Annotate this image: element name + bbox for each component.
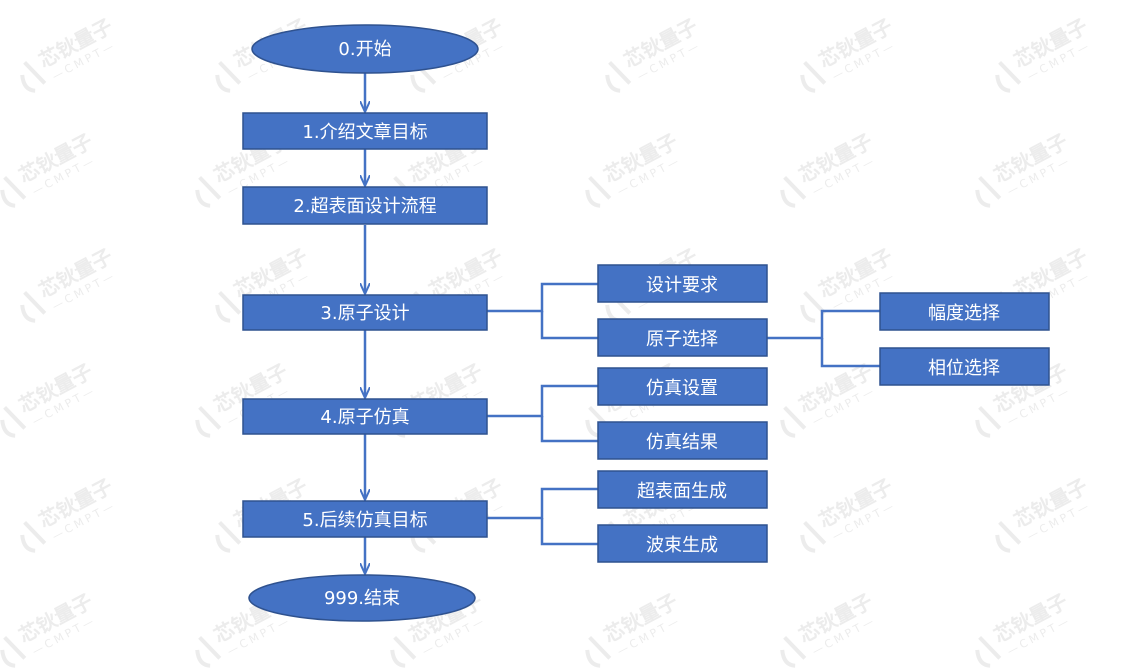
amplitude-selection: 幅度选择 — [879, 292, 1050, 331]
watermark-logo-icon — [390, 635, 417, 668]
watermark-mark: 芯钬量子—CMPT— — [585, 129, 683, 208]
watermark-logo-icon — [780, 405, 807, 438]
watermark-logo-icon — [605, 60, 632, 93]
step-5-label: 5.后续仿真目标 — [302, 510, 427, 531]
watermark-mark: 芯钬量子—CMPT— — [800, 14, 898, 93]
atom-selection-label: 原子选择 — [646, 329, 718, 350]
watermark-mark: 芯钬量子—CMPT— — [0, 589, 98, 668]
watermark-mark: 芯钬量子—CMPT— — [780, 359, 878, 438]
watermark-mark: 芯钬量子—CMPT— — [780, 589, 878, 668]
branch-atom-selection-2 — [820, 338, 880, 368]
watermark-mark: 芯钬量子—CMPT— — [605, 14, 703, 93]
simulation-setup: 仿真设置 — [597, 367, 768, 406]
watermark-mark: 芯钬量子—CMPT— — [20, 244, 118, 323]
simulation-result-label: 仿真结果 — [646, 432, 718, 453]
amplitude-selection-label: 幅度选择 — [928, 303, 1000, 324]
simulation-setup-label: 仿真设置 — [646, 378, 718, 399]
metasurface-generation: 超表面生成 — [597, 470, 768, 509]
watermark-logo-icon — [20, 520, 47, 553]
atom-design-requirement: 设计要求 — [597, 264, 768, 303]
watermark-logo-icon — [215, 290, 242, 323]
branch-atom-simulation-2 — [540, 416, 598, 443]
watermark-logo-icon — [995, 60, 1022, 93]
watermark-mark: 芯钬量子—CMPT— — [20, 14, 118, 93]
branch-atom-design — [487, 282, 598, 313]
watermark-logo-icon — [995, 520, 1022, 553]
watermark-layer: 芯钬量子—CMPT— 芯钬量子—CMPT— 芯钬量子—CMPT— 芯钬量子—CMPT—… — [0, 14, 1093, 668]
watermark-logo-icon — [975, 405, 1002, 438]
start-node: 0.开始 — [251, 24, 479, 74]
watermark-logo-icon — [215, 60, 242, 93]
watermark-logo-icon — [975, 635, 1002, 668]
step-4: 4.原子仿真 — [242, 398, 488, 435]
branch-atom-simulation — [487, 384, 598, 418]
simulation-result: 仿真结果 — [597, 421, 768, 460]
watermark-logo-icon — [800, 520, 827, 553]
branch-follow-up-2 — [540, 518, 598, 546]
end-node: 999.结束 — [248, 574, 476, 622]
branch-atom-selection — [767, 309, 880, 340]
watermark-logo-icon — [0, 405, 27, 438]
watermark-logo-icon — [0, 635, 27, 668]
watermark-logo-icon — [0, 175, 27, 208]
watermark-mark: 芯钬量子—CMPT— — [20, 474, 118, 553]
beam-generation: 波束生成 — [597, 524, 768, 563]
start-label: 0.开始 — [338, 39, 391, 60]
watermark-logo-icon — [585, 175, 612, 208]
watermark-logo-icon — [975, 175, 1002, 208]
watermark-mark: 芯钬量子—CMPT— — [975, 589, 1073, 668]
beam-generation-label: 波束生成 — [646, 535, 718, 556]
watermark-mark: 芯钬量子—CMPT— — [0, 359, 98, 438]
watermark-logo-icon — [195, 175, 222, 208]
step-1-label: 1.介绍文章目标 — [302, 122, 427, 143]
watermark-mark: 芯钬量子—CMPT— — [0, 129, 98, 208]
phase-selection-label: 相位选择 — [928, 358, 1000, 379]
step-2-label: 2.超表面设计流程 — [293, 196, 436, 217]
step-3: 3.原子设计 — [242, 294, 488, 331]
watermark-logo-icon — [215, 520, 242, 553]
end-label: 999.结束 — [324, 588, 400, 609]
atom-selection: 原子选择 — [597, 318, 768, 357]
connectors — [365, 68, 880, 573]
watermark-logo-icon — [780, 635, 807, 668]
metasurface-generation-label: 超表面生成 — [637, 481, 727, 502]
step-1: 1.介绍文章目标 — [242, 112, 488, 150]
branch-atom-design-2 — [540, 311, 598, 340]
watermark-logo-icon — [20, 290, 47, 323]
watermark-logo-icon — [780, 175, 807, 208]
watermark-mark: 芯钬量子—CMPT— — [975, 129, 1073, 208]
step-3-label: 3.原子设计 — [320, 303, 409, 324]
watermark-logo-icon — [195, 405, 222, 438]
watermark-logo-icon — [585, 635, 612, 668]
step-2: 2.超表面设计流程 — [242, 186, 488, 225]
atom-design-requirement-label: 设计要求 — [646, 275, 718, 296]
watermark-logo-icon — [195, 635, 222, 668]
watermark-mark: 芯钬量子—CMPT— — [995, 14, 1093, 93]
watermark-mark: 芯钬量子—CMPT— — [780, 129, 878, 208]
phase-selection: 相位选择 — [879, 347, 1050, 386]
step-4-label: 4.原子仿真 — [320, 407, 409, 428]
branch-follow-up — [487, 487, 598, 520]
watermark-mark: 芯钬量子—CMPT— — [800, 474, 898, 553]
watermark-logo-icon — [800, 60, 827, 93]
step-5: 5.后续仿真目标 — [242, 500, 488, 538]
watermark-logo-icon — [20, 60, 47, 93]
watermark-mark: 芯钬量子—CMPT— — [585, 589, 683, 668]
watermark-mark: 芯钬量子—CMPT— — [995, 474, 1093, 553]
